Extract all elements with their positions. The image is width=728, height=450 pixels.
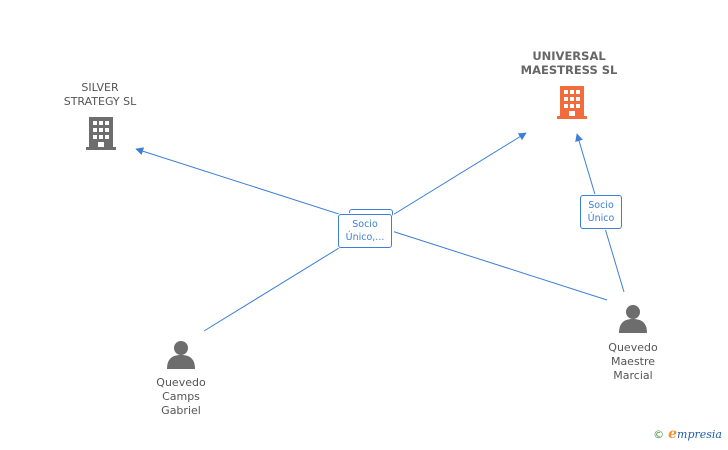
node-label-silver-strategy[interactable]: SILVER STRATEGY SL [63, 81, 137, 108]
node-label-quevedo-camps-gabriel[interactable]: Quevedo Camps Gabriel [156, 376, 206, 417]
copyright-symbol: © [653, 428, 665, 441]
empresia-watermark: ©empresia [653, 426, 722, 442]
node-label-universal-maestress[interactable]: UNIVERSAL MAESTRESS SL [520, 49, 618, 77]
brand-name: mpresia [677, 428, 722, 441]
node-label-quevedo-maestre-marcial[interactable]: Quevedo Maestre Marcial [608, 341, 658, 382]
building-icon[interactable] [557, 86, 587, 119]
edge-label-socio-unico-center[interactable]: Socio Único,... [338, 214, 392, 248]
person-icon[interactable] [619, 305, 647, 333]
person-icon[interactable] [167, 341, 195, 369]
building-icon[interactable] [86, 117, 116, 150]
brand-initial: e [668, 426, 678, 442]
edge-label-socio-unico-right[interactable]: Socio Único [580, 195, 622, 229]
